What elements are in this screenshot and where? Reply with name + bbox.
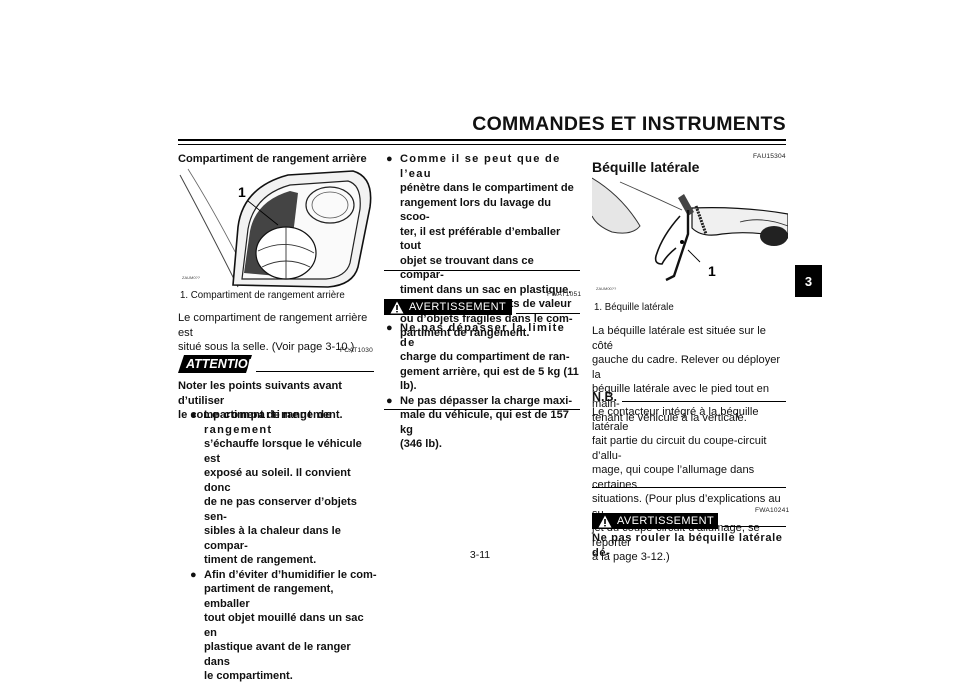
storage-heading: Compartiment de rangement arrière [178,153,367,165]
bullet-item: ● Ne pas dépasser la charge maxi- male d… [386,394,573,451]
attention-end-rule [384,270,580,271]
bullet-item: ● Comme il se peut que de l’eau pénètre … [386,153,574,296]
attention-rule [256,371,374,372]
nb-rule [622,401,786,402]
figure-caption: 1. Béquille latérale [594,302,674,313]
figure-code: ZAUM00?? [596,286,617,291]
attention-bullets-continued: ● Comme il se peut que de l’eau pénètre … [384,152,580,341]
bullet-dot-icon: ● [190,568,197,581]
attention-code: FCAT1030 [340,347,373,354]
bullet-dot-icon: ● [386,322,393,334]
warning-end-rule [384,409,580,410]
nb-title: N.B. [592,390,617,404]
warning-rule [722,526,786,527]
warning-code: FWA10241 [755,507,790,514]
sidestand-heading: Béquille latérale [592,159,700,175]
chapter-tab: 3 [795,265,822,297]
attention-banner [178,355,252,373]
figure-callout: 1 [238,184,246,200]
storage-paragraph: Le compartiment de rangement arrière est… [178,312,368,353]
warning-label: AVERTISSEMENT [617,515,715,527]
attention-intro: Noter les points suivants avant d’utilis… [178,380,343,421]
sidestand-paragraph: La béquille latérale est située sur le c… [592,325,781,424]
nb-text: Le contacteur intégré à la béquille laté… [592,406,781,563]
sidestand-illustration: 1 ZAUM00?? [592,177,788,291]
warning-triangle-icon [598,515,612,527]
header-rule [178,139,786,141]
warning-banner: AVERTISSEMENT [384,299,512,315]
nb-end-rule [592,487,786,488]
warning-label: AVERTISSEMENT [409,301,507,313]
warning-triangle-icon [390,301,404,313]
header-rule-thin [178,144,786,145]
attention-label: ATTENTION [186,357,257,371]
warning-banner: AVERTISSEMENT [592,513,718,529]
bullet-dot-icon: ● [386,394,393,407]
warning-rule [516,313,580,314]
figure-code: ZAUM0?? [182,275,201,280]
page-number: 3-11 [469,549,491,561]
attention-bullets: ● Le compartiment de rangement s’échauff… [188,408,378,684]
bullet-item: ● Afin d’éviter d’humidifier le com- par… [190,568,377,683]
warning-code: FWAT1051 [547,291,582,298]
warning-text: Ne pas rouler la béquille latérale dé- [592,532,783,559]
figure-caption: 1. Compartiment de rangement arrière [180,290,345,301]
page-header-title: COMMANDES ET INSTRUMENTS [472,113,786,135]
storage-compartment-illustration: 1 ZAUM0?? [179,168,372,288]
warning-bullets: ● Ne pas dépasser la limite de charge du… [384,321,580,452]
bullet-dot-icon: ● [190,409,197,421]
section-code: FAU15304 [753,153,786,160]
bullet-item: ● Le compartiment de rangement s’échauff… [190,409,362,566]
bullet-item: ● Ne pas dépasser la limite de charge du… [386,322,579,392]
bullet-dot-icon: ● [386,153,393,165]
figure-callout: 1 [708,263,716,279]
